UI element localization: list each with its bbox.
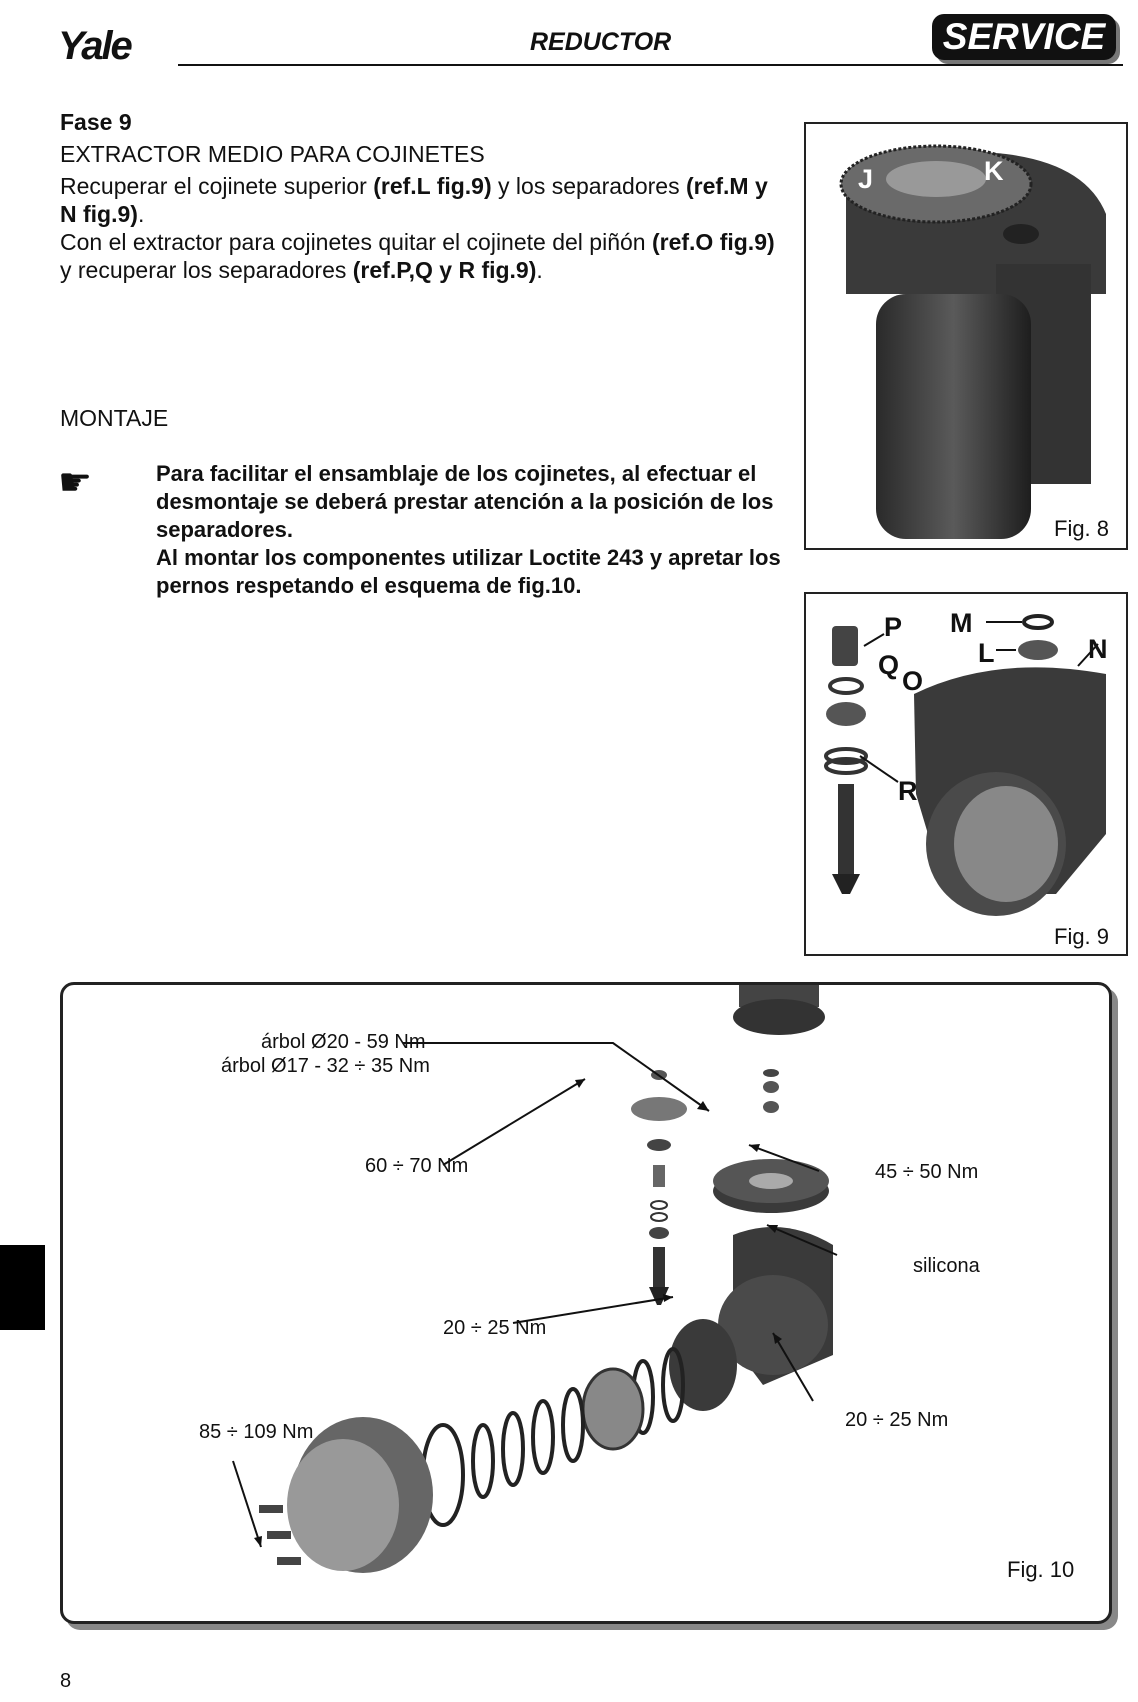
callout-60-70: 60 ÷ 70 Nm — [365, 1155, 469, 1177]
fig9-letter-n: N — [1088, 634, 1108, 664]
note-line-2: Al montar los componentes utilizar Locti… — [156, 545, 781, 598]
paragraph-2: Con el extractor para cojinetes quitar e… — [60, 228, 780, 284]
callout-arbol-17: árbol Ø17 - 32 ÷ 35 Nm — [221, 1055, 430, 1077]
page-number: 8 — [60, 1670, 72, 1692]
figure-8: J K Fig. 8 — [804, 122, 1128, 550]
callout-arbol-20: árbol Ø20 - 59 Nm — [261, 1031, 426, 1053]
fig10-exploded-view — [232, 985, 838, 1573]
figure-9: P Q O M L N R Fig. 9 — [804, 592, 1128, 956]
montaje-note: Para facilitar el ensamblaje de los coji… — [156, 460, 796, 600]
header-rule — [178, 64, 1123, 66]
p2-text-e: . — [536, 257, 543, 283]
p2-text-a: Con el extractor para cojinetes quitar e… — [60, 229, 652, 255]
fig8-letter-k: K — [984, 156, 1004, 186]
fig9-letter-m: M — [950, 608, 973, 638]
fig9-label: Fig. 9 — [1054, 924, 1110, 949]
service-badge: SERVICE — [932, 14, 1116, 60]
fig9-letter-q: Q — [878, 650, 900, 680]
p1-text-e: . — [137, 201, 145, 227]
montaje-heading: MONTAJE — [60, 405, 169, 431]
figure-10: árbol Ø20 - 59 Nm árbol Ø17 - 32 ÷ 35 Nm… — [60, 982, 1112, 1624]
callout-silicona: silicona — [913, 1255, 980, 1277]
fig9-letter-o: O — [902, 666, 924, 696]
callout-20-25-left: 20 ÷ 25 Nm — [443, 1317, 547, 1339]
p2-ref-o: (ref.O fig.9) — [651, 229, 775, 255]
p2-ref-pqr: (ref.P,Q y R fig.9) — [352, 257, 537, 283]
p1-text-a: Recuperar el cojinete superior — [60, 173, 374, 199]
paragraph-1: Recuperar el cojinete superior (ref.L fi… — [60, 172, 780, 228]
page-title: REDUCTOR — [530, 28, 672, 56]
pointing-hand-icon: ☛ — [58, 462, 93, 504]
fig8-illustration — [839, 144, 1106, 539]
p1-ref-l: (ref.L fig.9) — [373, 173, 492, 199]
callout-45-50: 45 ÷ 50 Nm — [875, 1161, 979, 1183]
fig9-letter-l: L — [978, 638, 995, 668]
fig9-letter-r: R — [898, 776, 918, 806]
fig10-label: Fig. 10 — [1007, 1557, 1075, 1582]
section-tab — [0, 1245, 45, 1330]
fig9-letter-p: P — [884, 612, 903, 642]
fig8-letter-j: J — [858, 164, 874, 194]
callout-85-109: 85 ÷ 109 Nm — [199, 1421, 314, 1443]
note-line-1: Para facilitar el ensamblaje de los coji… — [156, 461, 774, 542]
phase-title: Fase 9 — [60, 109, 132, 135]
p1-text-c: y los separadores — [491, 173, 686, 199]
callout-20-25-right: 20 ÷ 25 Nm — [845, 1409, 949, 1431]
phase-subtitle: EXTRACTOR MEDIO PARA COJINETES — [60, 141, 485, 167]
p1-ref-mn: (ref.M y N fig.9) — [60, 173, 768, 227]
fig8-label: Fig. 8 — [1054, 516, 1110, 541]
yale-logo: Yale — [58, 24, 133, 68]
p2-text-c: y recuperar los separadores — [60, 257, 353, 283]
fig9-illustration — [824, 614, 1106, 916]
